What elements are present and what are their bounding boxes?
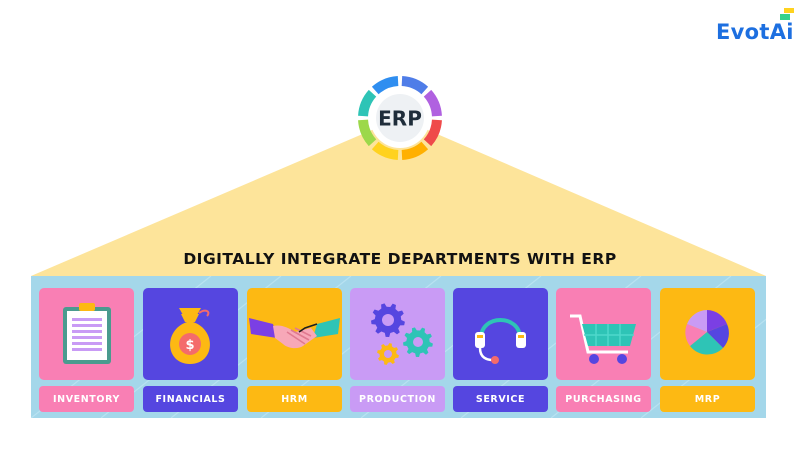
headline: DIGITALLY INTEGRATE DEPARTMENTS WITH ERP [183,250,617,268]
tile-mrp[interactable] [660,288,755,380]
hub-ring-segment [358,89,377,117]
label-production[interactable]: PRODUCTION [350,386,445,412]
erp-hub-icon: ERP [358,76,442,160]
gear-hole [384,350,392,358]
hub-label: ERP [378,107,422,131]
headset-icon [475,318,526,364]
hub-ring-segment [371,76,399,95]
gear-hole [382,314,394,326]
clipboard-icon [63,303,111,364]
label-mrp[interactable]: MRP [660,386,755,412]
tile-production[interactable] [350,288,445,380]
tile-inventory[interactable] [39,288,134,380]
brand-logo: EvotAi [716,20,794,44]
money-bag-icon: $ [170,308,210,364]
shopping-cart-icon [570,314,636,364]
hub-ring [358,76,442,160]
hub-ring-segment [401,76,429,95]
tile-hrm[interactable] [247,288,342,380]
hub-ring-segment [423,119,442,147]
label-hrm[interactable]: HRM [247,386,342,412]
label-inventory[interactable]: INVENTORY [39,386,134,412]
hub-ring-segment [371,141,399,160]
handshake-icon [249,318,340,349]
logo-mark-icon [780,8,794,20]
tile-service[interactable] [453,288,548,380]
gears-icon [371,303,433,365]
tile-financials[interactable]: $ [143,288,238,380]
hub-ring-segment [358,119,377,147]
label-financials[interactable]: FINANCIALS [143,386,238,412]
svg-text:$: $ [185,338,194,353]
tile-purchasing[interactable] [556,288,651,380]
label-purchasing[interactable]: PURCHASING [556,386,651,412]
hub-ring-segment [401,141,429,160]
hub-ring-segment [423,89,442,117]
gear-hole [413,337,423,347]
pie-chart-icon [685,310,729,355]
label-service[interactable]: SERVICE [453,386,548,412]
